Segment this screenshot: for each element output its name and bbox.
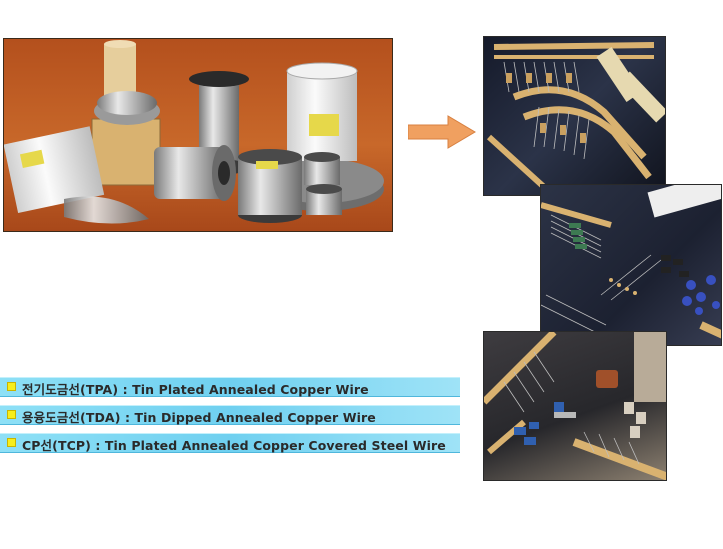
taped-components-photo — [483, 36, 666, 196]
right-arrow-icon — [407, 115, 476, 149]
wire-type-label: 용융도금선(TDA) : Tin Dipped Annealed Copper … — [22, 410, 376, 425]
wire-type-item-tda: 용융도금선(TDA) : Tin Dipped Annealed Copper … — [0, 405, 460, 425]
wire-type-label: 전기도금선(TPA) : Tin Plated Annealed Copper … — [22, 382, 369, 397]
wire-spools-illustration — [4, 40, 384, 224]
square-bullet-icon — [7, 382, 16, 391]
wire-type-label: CP선(TCP) : Tin Plated Annealed Copper Co… — [22, 438, 446, 453]
wire-type-item-tcp: CP선(TCP) : Tin Plated Annealed Copper Co… — [0, 433, 460, 453]
square-bullet-icon — [7, 438, 16, 447]
resistors-diodes-photo — [540, 184, 722, 346]
wire-type-item-tpa: 전기도금선(TPA) : Tin Plated Annealed Copper … — [0, 377, 460, 397]
wire-spools-photo — [3, 38, 393, 232]
square-bullet-icon — [7, 410, 16, 419]
capacitors-photo — [483, 331, 667, 481]
